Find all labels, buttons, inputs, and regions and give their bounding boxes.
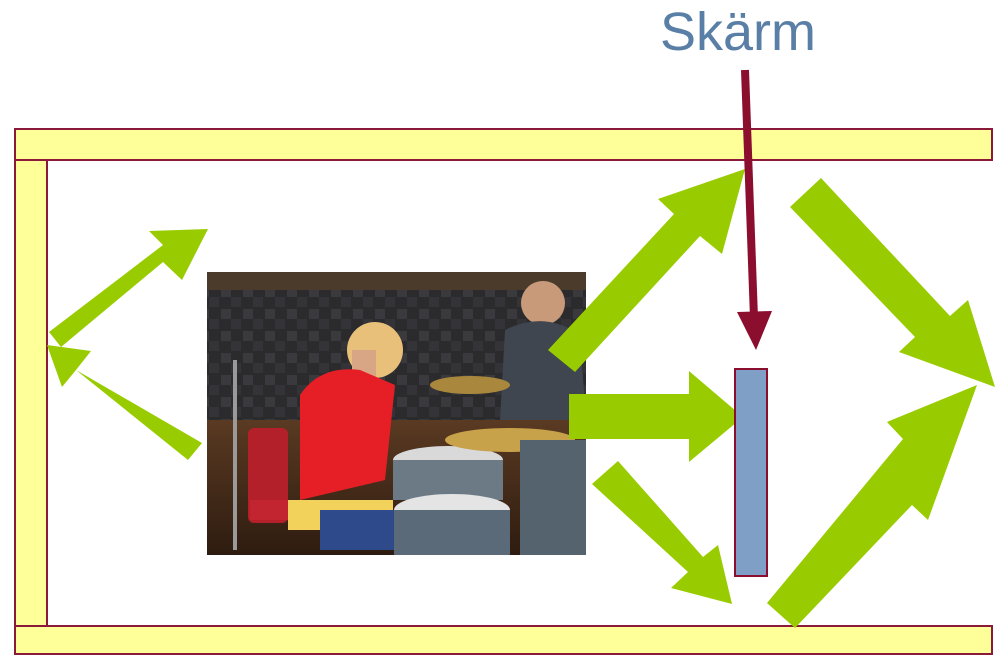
- left-wall: [14, 159, 48, 627]
- arrow-4: [569, 371, 743, 462]
- sound-arrows: [47, 169, 995, 628]
- arrow-5: [592, 461, 732, 604]
- top-wall: [14, 128, 993, 161]
- screen-label: Skärm: [660, 2, 817, 62]
- arrow-1: [47, 345, 202, 460]
- pointer-arrow: [737, 69, 772, 350]
- arrow-2: [49, 229, 208, 347]
- drummer-photo: [207, 272, 586, 555]
- screen-panel: [734, 368, 768, 577]
- arrow-3: [548, 169, 745, 372]
- arrow-7: [767, 385, 977, 628]
- bottom-wall: [14, 625, 993, 655]
- arrow-6: [790, 178, 995, 387]
